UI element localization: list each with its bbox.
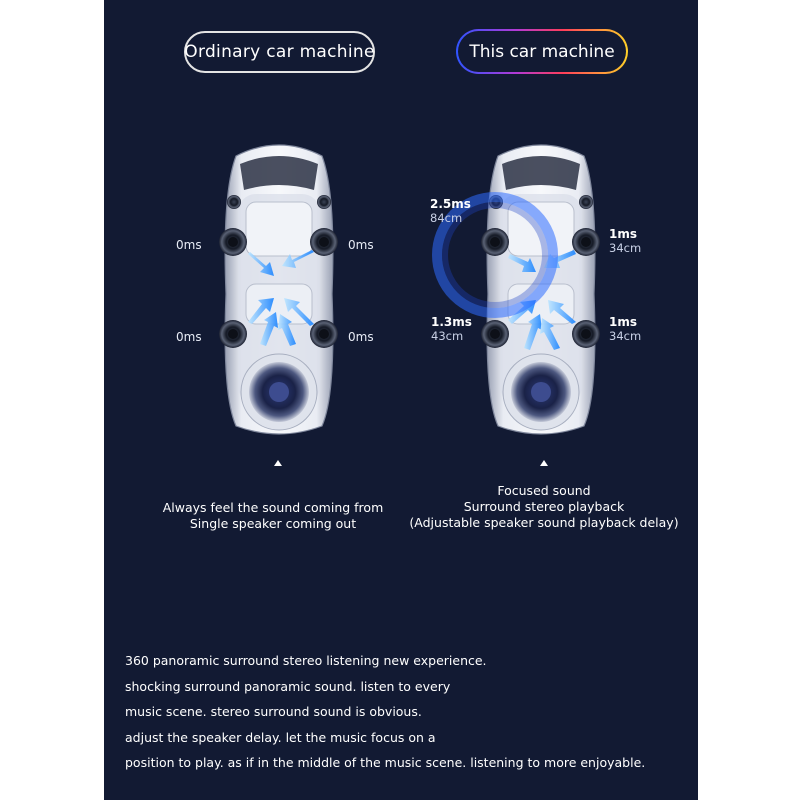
speaker-icon [579, 195, 593, 209]
this-car-machine-label: This car machine [456, 29, 628, 74]
left-rear-right-delay: 0ms [348, 330, 374, 344]
right-rear-left-delay: 1.3ms 43cm [431, 315, 472, 343]
right-rear-right-delay: 1ms 34cm [609, 315, 641, 343]
sound-arrow-icon [248, 250, 314, 346]
left-front-right-delay: 0ms [348, 238, 374, 252]
right-front-right-delay: 1ms 34cm [609, 227, 641, 255]
description-line: 360 panoramic surround stereo listening … [125, 653, 487, 668]
this-car-machine-text: This car machine [458, 31, 626, 72]
ordinary-car-machine-label: Ordinary car machine [184, 31, 375, 73]
ordinary-car-illustration [219, 144, 338, 435]
surround-focus-ring [432, 192, 558, 318]
this-caption-line: (Adjustable speaker sound playback delay… [409, 515, 679, 530]
ordinary-caption-line: Always feel the sound coming from [162, 500, 384, 515]
description-line: shocking surround panoramic sound. liste… [125, 678, 451, 694]
this-caption-line: Focused sound [497, 483, 591, 498]
front-right-ms: 1ms [609, 227, 637, 241]
comparison-panel: Ordinary car machine This car machine [104, 0, 698, 800]
this-caption-line: Surround stereo playback [463, 499, 625, 514]
triangle-pointer-icon [274, 460, 282, 466]
description-line: music scene. stereo surround sound is ob… [125, 704, 422, 719]
triangle-pointer-icon [540, 460, 548, 466]
this-caption: Focused sound Surround stereo playback (… [404, 483, 684, 531]
speaker-icon [227, 195, 241, 209]
front-left-ms: 2.5ms [430, 197, 471, 211]
rear-right-ms: 1ms [609, 315, 637, 329]
right-front-left-delay: 2.5ms 84cm [430, 197, 471, 225]
description-line: position to play. as if in the middle of… [125, 755, 646, 770]
ordinary-caption-line: Single speaker coming out [189, 516, 357, 531]
description-line: adjust the speaker delay. let the music … [125, 729, 436, 745]
speaker-icon [317, 195, 331, 209]
description-text: 360 panoramic surround stereo listening … [125, 648, 685, 776]
left-rear-left-delay: 0ms [176, 330, 202, 344]
left-front-left-delay: 0ms [176, 238, 202, 252]
front-right-cm: 34cm [609, 241, 642, 255]
front-left-cm: 84cm [430, 211, 463, 225]
rear-left-ms: 1.3ms [431, 315, 472, 329]
rear-right-cm: 34cm [609, 329, 642, 343]
rear-left-cm: 43cm [431, 329, 464, 343]
ordinary-caption: Always feel the sound coming from Single… [148, 500, 398, 532]
